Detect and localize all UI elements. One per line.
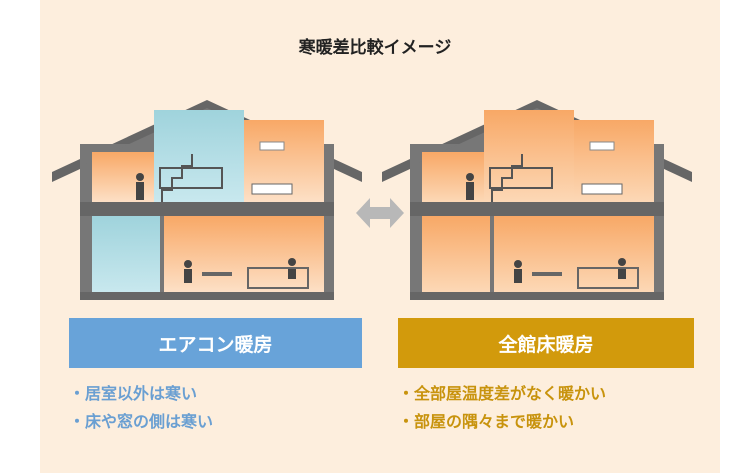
aircon-points-list: ・居室以外は寒い ・床や窓の側は寒い xyxy=(69,383,213,439)
room-stairwell xyxy=(154,110,244,202)
central-point: ・部屋の隅々まで暖かい xyxy=(398,412,575,431)
aircon-house-diagram xyxy=(52,100,362,300)
aircon-point: ・床や窓の側は寒い xyxy=(69,412,214,431)
room-upper-left xyxy=(92,152,154,202)
central-heating-label: 全館床暖房 xyxy=(398,318,694,368)
room-stairwell xyxy=(484,110,574,202)
central-points-list: ・全部屋温度差がなく暖かい ・部屋の隅々まで暖かい xyxy=(398,383,606,439)
aircon-heating-label: エアコン暖房 xyxy=(69,318,362,368)
central-point: ・全部屋温度差がなく暖かい xyxy=(398,384,607,403)
room-lower-left xyxy=(92,216,160,292)
central-house-diagram xyxy=(382,100,692,300)
room-upper-left xyxy=(422,152,484,202)
room-lower-left xyxy=(422,216,490,292)
aircon-point: ・居室以外は寒い xyxy=(69,384,198,403)
double-arrow-icon xyxy=(356,198,404,228)
page-title: 寒暖差比較イメージ xyxy=(298,38,452,58)
